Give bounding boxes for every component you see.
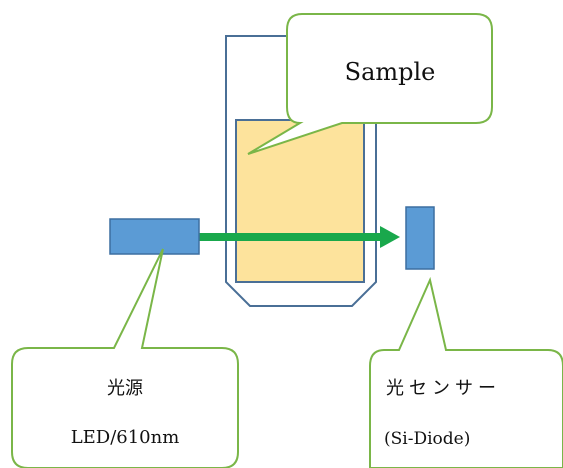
light-sensor-callout-spec: (Si-Diode) [384,429,470,449]
light-beam-arrowhead [380,226,400,248]
sample-callout-label: Sample [345,58,436,86]
light-source-callout-title: 光源 [107,378,143,399]
light-sensor [405,206,435,270]
light-sensor-callout-title: 光センサー [386,378,501,399]
light-source-led [109,218,200,255]
light-source-callout-spec: LED/610nm [71,427,180,448]
sample-callout [247,13,493,155]
sample-liquid [235,119,365,283]
